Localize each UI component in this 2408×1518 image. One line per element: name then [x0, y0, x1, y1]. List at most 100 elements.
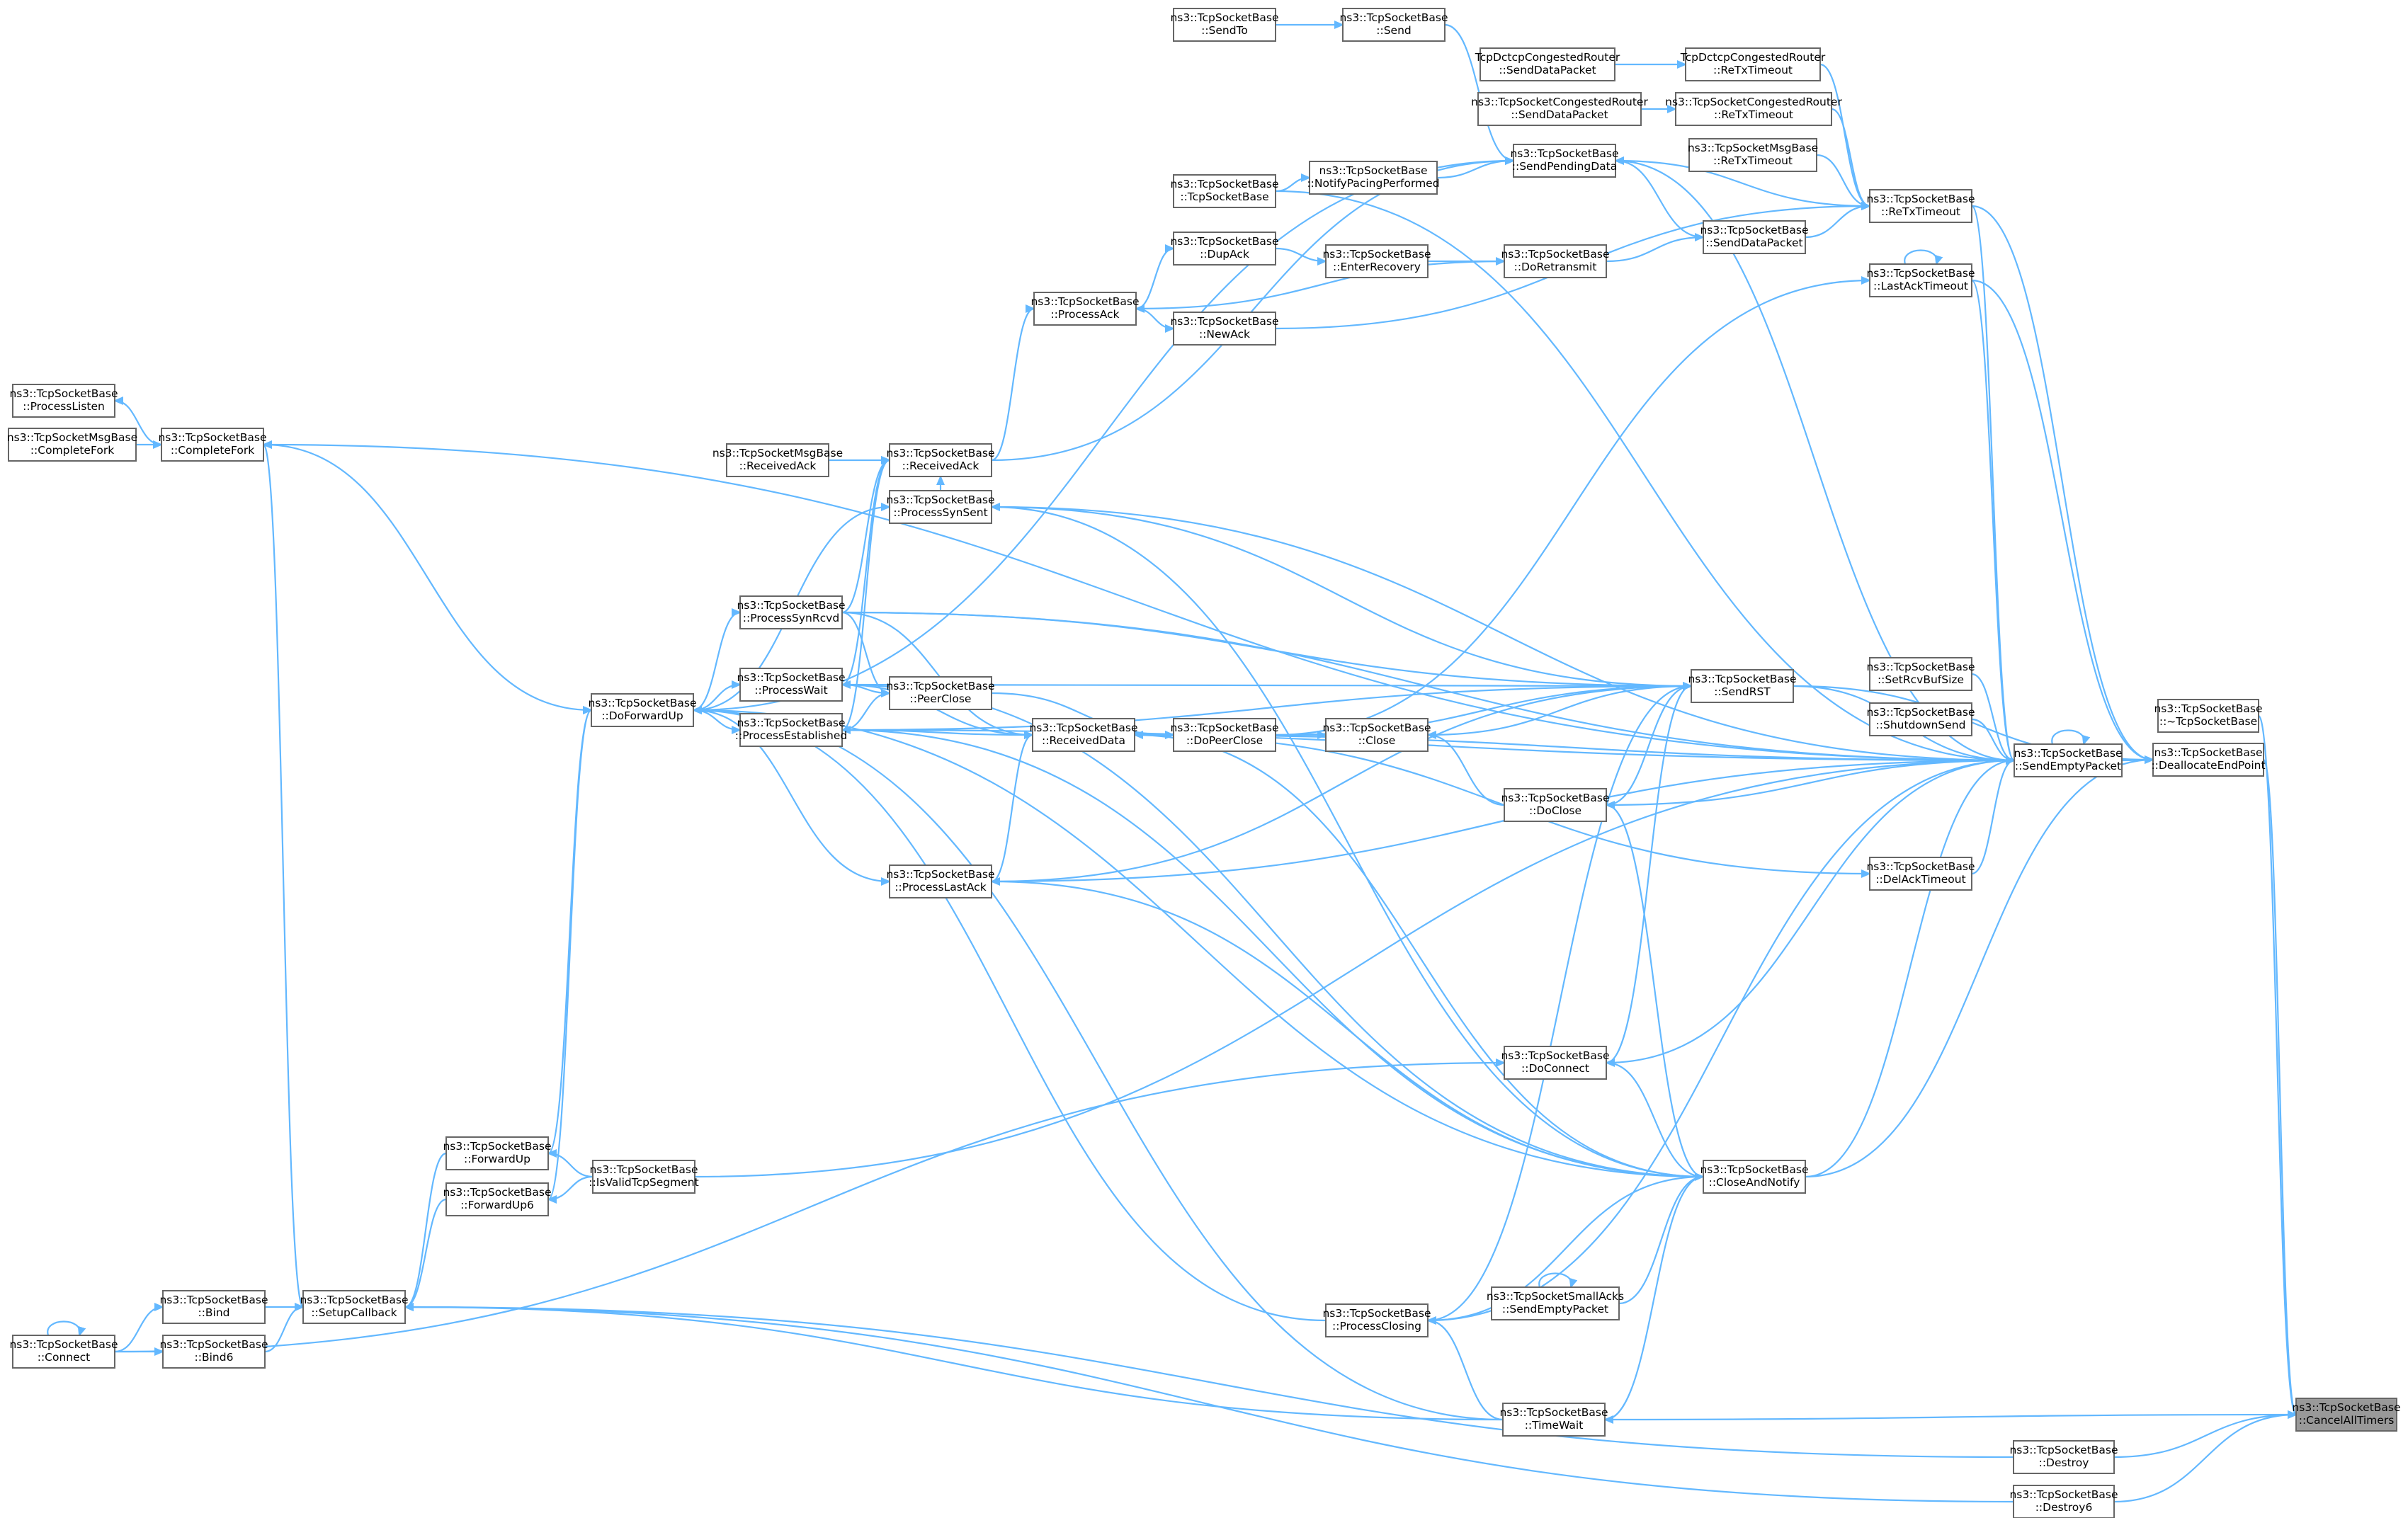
node-send-pending-data[interactable]: ns3::TcpSocketBase::SendPendingData	[1510, 144, 1619, 178]
node-send-to[interactable]: ns3::TcpSocketBase::SendTo	[1170, 8, 1279, 42]
node-forward-up6[interactable]: ns3::TcpSocketBase::ForwardUp6	[443, 1182, 552, 1216]
node-box	[1504, 788, 1607, 822]
node-close[interactable]: ns3::TcpSocketBase::Close	[1322, 718, 1431, 752]
edges	[47, 21, 2298, 1503]
node-box	[1173, 718, 1276, 752]
node-deallocate-end-point[interactable]: ns3::TcpSocketBase::DeallocateEndPoint	[2151, 743, 2266, 777]
node-method-label: ::ProcessSynRcvd	[743, 612, 839, 624]
node-box	[1703, 220, 1806, 254]
node-method-label: ::DoForwardUp	[601, 709, 683, 722]
node-destructor[interactable]: ns3::TcpSocketBase::~TcpSocketBase	[2154, 699, 2263, 733]
node-process-last-ack[interactable]: ns3::TcpSocketBase::ProcessLastAck	[886, 864, 995, 898]
node-bind[interactable]: ns3::TcpSocketBase::Bind	[159, 1290, 268, 1324]
node-forward-up[interactable]: ns3::TcpSocketBase::ForwardUp	[443, 1136, 552, 1170]
node-send-empty-packet[interactable]: ns3::TcpSocketBase::SendEmptyPacket	[2014, 743, 2123, 777]
node-dctcp-send-data[interactable]: TcpDctcpCongestedRouter::SendDataPacket	[1475, 47, 1620, 81]
edge-processSynRcvd-to-receivedAck	[841, 456, 891, 614]
node-small-acks-send-empty[interactable]: ns3::TcpSocketSmallAcks::SendEmptyPacket	[1487, 1286, 1624, 1320]
node-do-connect[interactable]: ns3::TcpSocketBase::DoConnect	[1501, 1046, 1610, 1080]
node-re-tx-timeout[interactable]: ns3::TcpSocketBase::ReTxTimeout	[1866, 189, 1975, 223]
edge-closeAndNotify-to-timeWait	[1603, 1175, 1704, 1424]
node-enter-recovery[interactable]: ns3::TcpSocketBase::EnterRecovery	[1322, 244, 1431, 278]
node-cong-send-data[interactable]: ns3::TcpSocketCongestedRouter::SendDataP…	[1471, 92, 1648, 126]
node-process-wait[interactable]: ns3::TcpSocketBase::ProcessWait	[737, 668, 846, 702]
node-msg-received-ack[interactable]: ns3::TcpSocketMsgBase::ReceivedAck	[712, 443, 843, 477]
node-msg-complete-fork[interactable]: ns3::TcpSocketMsgBase::CompleteFork	[7, 428, 137, 462]
edge-lastAckTimeout-to-sendEmptyPacket	[1970, 279, 2016, 765]
edge-processAck-to-dupAck	[1135, 244, 1175, 310]
node-last-ack-timeout[interactable]: ns3::TcpSocketBase::LastAckTimeout	[1866, 263, 1975, 297]
edge-closeAndNotify-to-sendEmptyPacket	[1805, 756, 2016, 1178]
node-do-peer-close[interactable]: ns3::TcpSocketBase::DoPeerClose	[1170, 718, 1279, 752]
node-send-data-packet[interactable]: ns3::TcpSocketBase::SendDataPacket	[1700, 220, 1809, 254]
node-box	[1491, 1286, 1620, 1320]
edge-closeAndNotify-to-processClosing	[1426, 1175, 1704, 1325]
node-box	[445, 1182, 549, 1216]
node-box	[1869, 702, 1972, 736]
node-msg-re-tx[interactable]: ns3::TcpSocketMsgBase::ReTxTimeout	[1688, 138, 1818, 172]
edge-lastAckTimeout-self	[1904, 249, 1943, 266]
node-process-ack[interactable]: ns3::TcpSocketBase::ProcessAck	[1030, 292, 1140, 326]
node-send[interactable]: ns3::TcpSocketBase::Send	[1339, 8, 1448, 42]
node-del-ack-timeout[interactable]: ns3::TcpSocketBase::DelAckTimeout	[1866, 857, 1975, 891]
node-set-rcv-buf-size[interactable]: ns3::TcpSocketBase::SetRcvBufSize	[1866, 657, 1975, 691]
node-method-label: ::SendTo	[1201, 24, 1248, 37]
node-method-label: ::SendDataPacket	[1511, 108, 1608, 121]
node-shutdown-send[interactable]: ns3::TcpSocketBase::ShutdownSend	[1866, 702, 1975, 736]
node-complete-fork[interactable]: ns3::TcpSocketBase::CompleteFork	[158, 428, 267, 462]
node-do-retransmit[interactable]: ns3::TcpSocketBase::DoRetransmit	[1501, 244, 1610, 278]
edge-receivedAck-to-processAck	[991, 304, 1035, 462]
node-class-label: ns3::TcpSocketBase	[2009, 1488, 2118, 1501]
node-class-label: ns3::TcpSocketBase	[1170, 235, 1278, 248]
node-class-label: ns3::TcpSocketBase	[589, 1163, 698, 1176]
node-bind6[interactable]: ns3::TcpSocketBase::Bind6	[159, 1335, 268, 1369]
node-process-established[interactable]: ns3::TcpSocketBase::ProcessEstablished	[735, 713, 847, 747]
node-method-label: ::NotifyPacingPerformed	[1307, 177, 1439, 190]
edge-connect-self	[47, 1320, 86, 1337]
node-received-ack[interactable]: ns3::TcpSocketBase::ReceivedAck	[886, 443, 995, 477]
node-dctcp-re-tx[interactable]: TcpDctcpCongestedRouter::ReTxTimeout	[1680, 47, 1826, 81]
node-do-close[interactable]: ns3::TcpSocketBase::DoClose	[1501, 788, 1610, 822]
node-cong-re-tx[interactable]: ns3::TcpSocketCongestedRouter::ReTxTimeo…	[1665, 92, 1842, 126]
node-close-and-notify[interactable]: ns3::TcpSocketBase::CloseAndNotify	[1700, 1160, 1809, 1194]
node-do-forward-up[interactable]: ns3::TcpSocketBase::DoForwardUp	[588, 693, 697, 727]
edge-doClose-to-sendRST	[1606, 682, 1693, 806]
node-is-valid-tcp-segment[interactable]: ns3::TcpSocketBase::IsValidTcpSegment	[589, 1160, 699, 1194]
edge-closeAndNotify-to-processSynSent	[990, 503, 1704, 1178]
node-setup-callback[interactable]: ns3::TcpSocketBase::SetupCallback	[300, 1290, 409, 1324]
node-new-ack[interactable]: ns3::TcpSocketBase::NewAck	[1170, 312, 1279, 346]
node-process-listen[interactable]: ns3::TcpSocketBase::ProcessListen	[9, 384, 118, 418]
node-method-label: ::Destroy6	[2035, 1501, 2093, 1514]
node-method-label: ::DoConnect	[1521, 1062, 1589, 1075]
node-class-label: ns3::TcpSocketBase	[886, 447, 994, 460]
node-class-label: ns3::TcpSocketBase	[886, 868, 994, 881]
node-peer-close[interactable]: ns3::TcpSocketBase::PeerClose	[886, 676, 995, 710]
node-box	[1703, 1160, 1806, 1194]
node-box	[1173, 232, 1276, 266]
edge-bind6-to-setupCallback	[264, 1303, 305, 1353]
node-connect[interactable]: ns3::TcpSocketBase::Connect	[9, 1335, 118, 1369]
node-send-r-s-t[interactable]: ns3::TcpSocketBase::SendRST	[1688, 669, 1797, 703]
node-destroy6[interactable]: ns3::TcpSocketBase::Destroy6	[2009, 1485, 2118, 1518]
node-process-syn-sent[interactable]: ns3::TcpSocketBase::ProcessSynSent	[886, 490, 995, 524]
node-time-wait[interactable]: ns3::TcpSocketBase::TimeWait	[1499, 1403, 1608, 1437]
node-received-data[interactable]: ns3::TcpSocketBase::ReceivedData	[1029, 718, 1138, 752]
node-process-closing[interactable]: ns3::TcpSocketBase::ProcessClosing	[1322, 1303, 1431, 1337]
edge-smallAcksSendEmpty-to-closeAndNotify	[1618, 1172, 1705, 1305]
node-destroy[interactable]: ns3::TcpSocketBase::Destroy	[2009, 1440, 2118, 1474]
node-method-label: ::Connect	[38, 1351, 91, 1364]
node-box	[1173, 8, 1276, 42]
edge-isValidTcpSegment-to-sendEmptyPacket	[694, 756, 2016, 1178]
node-notify-pacing[interactable]: ns3::TcpSocketBase::NotifyPacingPerforme…	[1307, 161, 1440, 195]
node-method-label: ::ProcessClosing	[1332, 1320, 1421, 1332]
node-class-label: ns3::TcpSocketBase	[2014, 747, 2122, 760]
node-method-label: ::ReTxTimeout	[1714, 108, 1793, 121]
node-process-syn-rcvd[interactable]: ns3::TcpSocketBase::ProcessSynRcvd	[737, 595, 846, 629]
node-cancel-all-timers[interactable]: ns3::TcpSocketBase::CancelAllTimers	[2292, 1398, 2401, 1432]
node-tcp-socket-base[interactable]: ns3::TcpSocketBase::TcpSocketBase	[1170, 174, 1279, 208]
node-method-label: ::Bind	[198, 1306, 229, 1319]
node-box	[2013, 1485, 2115, 1518]
node-dup-ack[interactable]: ns3::TcpSocketBase::DupAck	[1170, 232, 1279, 266]
node-method-label: ::DeallocateEndPoint	[2151, 759, 2265, 772]
node-class-label: ns3::TcpSocketBase	[1322, 248, 1431, 261]
